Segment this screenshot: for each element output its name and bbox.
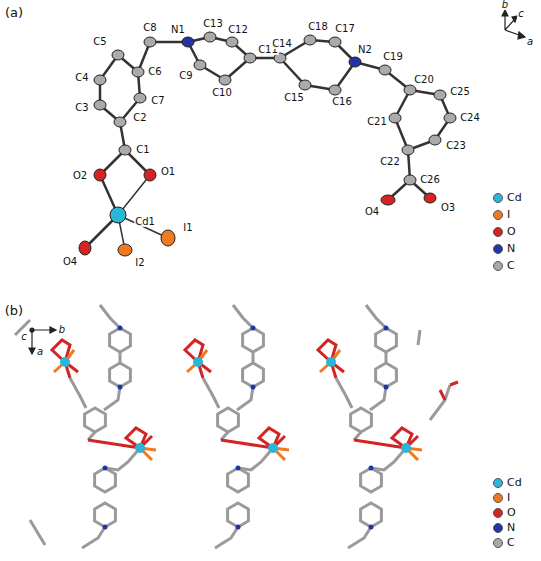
atom-label: C5 [92,37,107,47]
legend-label: N [507,243,515,254]
atom-label: O4 [364,207,380,217]
legend-label: O [507,226,516,237]
atom-label: I2 [134,258,145,268]
atom-label: C2 [132,113,147,123]
atom-label: C19 [382,52,404,62]
axis-label: b [501,0,509,10]
panel-label: (b) [4,304,24,317]
legend-swatch [493,244,503,254]
legend-swatch [493,538,503,548]
atom-label: C14 [271,39,293,49]
atom-label: C8 [142,23,157,33]
atom-label: C17 [334,24,356,34]
legend-label: C [507,537,515,548]
axis-label: c [20,332,28,342]
legend-swatch [493,261,503,271]
atom-label: C9 [178,71,193,81]
legend-swatch [493,227,503,237]
atom-label: C23 [445,141,467,151]
legend-swatch [493,478,503,488]
legend-label: Cd [507,477,522,488]
atom-label: N1 [170,25,186,35]
legend-swatch [493,210,503,220]
atom-label: C15 [283,93,305,103]
atom-label: O1 [160,167,176,177]
atom-label: C1 [135,145,150,155]
atom-label: C22 [379,157,401,167]
atom-label: C12 [227,25,249,35]
legend-swatch [493,493,503,503]
legend-swatch [493,193,503,203]
legend-label: O [507,507,516,518]
atom-label: C4 [74,73,89,83]
axis-label: a [36,347,44,357]
legend-label: Cd [507,192,522,203]
axis-label: c [517,9,525,19]
atom-label: I1 [182,223,193,233]
atom-label: C6 [147,67,162,77]
atom-label: C26 [419,175,441,185]
atom-label: C7 [150,96,165,106]
atom-label: C18 [307,22,329,32]
legend-label: I [507,209,510,220]
atom-label: O4 [62,257,78,267]
axis-label: b [58,325,66,335]
atom-label: C21 [366,117,388,127]
legend-label: I [507,492,510,503]
atom-label: C24 [459,113,481,123]
panel-label: (a) [4,6,24,19]
atom-label: C25 [449,87,471,97]
atom-label: C20 [413,75,435,85]
axis-label: a [526,37,534,47]
atom-label: C16 [331,97,353,107]
legend-label: N [507,522,515,533]
atom-label: C13 [202,19,224,29]
atom-label: C3 [74,103,89,113]
atom-label: C10 [211,88,233,98]
atom-label: N2 [357,45,373,55]
legend-swatch [493,523,503,533]
legend-swatch [493,508,503,518]
atom-label: Cd1 [134,217,156,227]
atom-label: O3 [440,203,456,213]
legend-label: C [507,260,515,271]
atom-label: O2 [72,171,88,181]
